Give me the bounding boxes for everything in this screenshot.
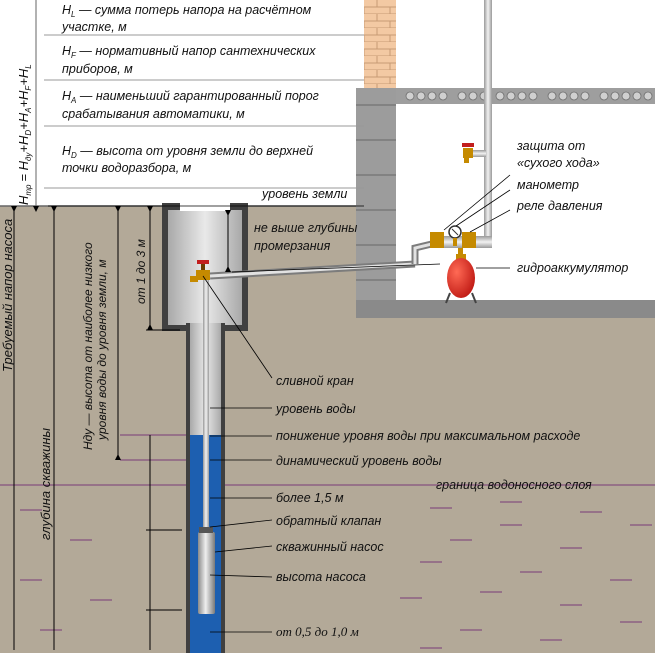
manifold <box>411 225 492 264</box>
drawdown-label: понижение уровня воды при максимальном р… <box>276 429 580 443</box>
svg-text:HD — высота от уровня земли до: HD — высота от уровня земли до верхней <box>62 144 313 160</box>
legend-hf: HF — нормативный напор сантехнических пр… <box>62 44 316 76</box>
tap <box>462 143 474 163</box>
ground-level-label: уровень земли <box>261 187 347 201</box>
manometer-label: манометр <box>517 178 579 192</box>
drain-valve <box>190 260 210 282</box>
dim-ticks <box>11 206 231 460</box>
svg-text:HF — нормативный напор сантех: HF — нормативный напор сантехнических <box>62 44 316 60</box>
svg-text:HL — сумма потерь напора на ра: HL — сумма потерь напора на расчётном <box>62 3 312 19</box>
pump-height-label: высота насоса <box>276 570 366 584</box>
drain-valve-label: сливной кран <box>276 374 354 388</box>
svg-text:приборов, м: приборов, м <box>62 62 133 76</box>
branch-pipe <box>470 150 486 157</box>
well-pump-label: скважинный насос <box>276 540 384 554</box>
accumulator-label: гидроаккумулятор <box>517 261 628 275</box>
aquifer-boundary-label: граница водоносного слоя <box>436 478 592 492</box>
dry-run-label-2: «сухого хода» <box>517 156 600 170</box>
required-head-label: Требуемый напор насоса <box>0 219 15 372</box>
legend-hd: HD — высота от уровня земли до верхней т… <box>62 144 313 175</box>
leader-lines <box>48 174 511 633</box>
frost-label-2: промерзания <box>254 239 331 253</box>
svg-text:HA — наименьший гарантированны: HA — наименьший гарантированный порог <box>62 89 319 105</box>
accumulator <box>445 254 477 304</box>
frost-label-1: не выше глубины <box>254 221 357 235</box>
bottom-gap-label: от 0,5 до 1,0 м <box>276 624 359 639</box>
ndu-label-2: уровня воды до уровня земли, м <box>95 259 109 441</box>
svg-text:Hтр= Hду+HD+HA+HF+HL: Hтр= Hду+HD+HA+HF+HL <box>16 64 33 205</box>
dimension-lines <box>13 0 364 650</box>
legend-hl: HL — сумма потерь напора на расчётном уч… <box>61 3 312 34</box>
drop-pipe <box>203 280 209 535</box>
brick-wall <box>364 0 396 88</box>
more-than-label: более 1,5 м <box>276 491 344 505</box>
svg-text:срабатывания автоматики, м: срабатывания автоматики, м <box>62 107 245 121</box>
dynamic-level-label: динамический уровень воды <box>276 454 442 468</box>
formula: Hтр= Hду+HD+HA+HF+HL <box>16 64 33 205</box>
check-valve <box>199 527 213 533</box>
dry-run-label-1: защита от <box>516 139 585 153</box>
svg-text:участке, м: участке, м <box>61 20 127 34</box>
check-valve-label: обратный клапан <box>276 514 381 528</box>
pump-body <box>198 532 215 614</box>
basement-room <box>396 104 655 300</box>
legend-ha: HA — наименьший гарантированный порог ср… <box>62 89 319 121</box>
floor-slab <box>396 88 655 104</box>
from-1-to-3-label: от 1 до 3 м <box>134 239 148 304</box>
water-level-label: уровень воды <box>275 402 356 416</box>
ndu-label-1: Hду — высота от наиболее низкого <box>81 242 95 450</box>
riser-pipe <box>484 0 492 248</box>
aquifer-dashes <box>0 484 655 649</box>
well-depth-label: глубина скважины <box>38 428 53 540</box>
pressure-relay-label: реле давления <box>516 199 603 213</box>
svg-text:точки водоразбора, м: точки водоразбора, м <box>62 161 192 175</box>
